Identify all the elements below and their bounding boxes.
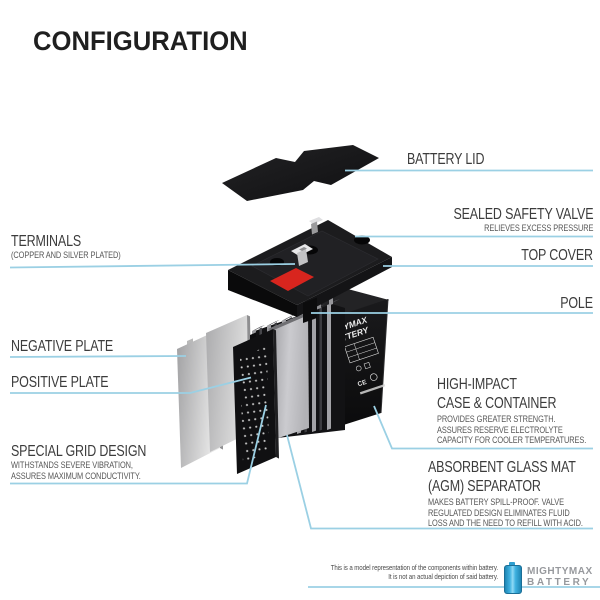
top-cover-shape: [228, 217, 392, 317]
callout-special-grid: SPECIAL GRID DESIGN WITHSTANDS SEVERE VI…: [11, 442, 184, 482]
high-impact-sub1: PROVIDES GREATER STRENGTH.: [437, 414, 556, 425]
footer-disclaimer-line2: It is not an actual depiction of said ba…: [388, 571, 498, 581]
callout-negative-plate: NEGATIVE PLATE: [11, 337, 142, 356]
high-impact-line: [373, 405, 593, 450]
callout-agm: ABSORBENT GLASS MAT (AGM) SEPARATOR MAKE…: [428, 458, 600, 530]
grid-plate-shape: [233, 329, 279, 474]
page-title: CONFIGURATION: [33, 26, 248, 56]
footer-disclaimer: This is a model representation of the co…: [250, 563, 498, 581]
agm-sub2: REGULATED DESIGN ELIMINATES FLUID: [428, 507, 570, 519]
callout-top-cover: TOP COVER: [501, 246, 593, 265]
negative-plate-label: NEGATIVE PLATE: [11, 338, 114, 355]
high-impact-sub2: ASSURES RESERVE ELECTROLYTE: [437, 424, 563, 436]
pole-shape: [303, 297, 317, 323]
callout-high-impact: HIGH-IMPACT CASE & CONTAINER PROVIDES GR…: [437, 375, 600, 447]
battery-lid-label: BATTERY LID: [407, 151, 485, 168]
special-grid-sub1: WITHSTANDS SEVERE VIBRATION,: [11, 460, 133, 471]
top-cover-label: TOP COVER: [521, 247, 593, 264]
special-grid-sub2: ASSURES MAXIMUM CONDUCTIVITY.: [11, 470, 141, 482]
callout-terminals: TERMINALS (COPPER AND SILVER PLATED): [11, 232, 152, 262]
terminals-sub: (COPPER AND SILVER PLATED): [11, 250, 121, 261]
agm-label-2: (AGM) SEPARATOR: [428, 478, 541, 495]
callout-sealed-safety-valve: SEALED SAFETY VALVE RELIEVES EXCESS PRES…: [414, 205, 593, 235]
high-impact-label-2: CASE & CONTAINER: [437, 395, 557, 412]
callout-battery-lid: BATTERY LID: [407, 150, 506, 169]
sealed-safety-valve-sub: RELIEVES EXCESS PRESSURE: [483, 223, 593, 234]
callout-pole: POLE: [551, 294, 593, 313]
footer-disclaimer-line1: This is a model representation of the co…: [330, 563, 498, 572]
terminal-tab-rear: [309, 217, 323, 224]
special-grid-label: SPECIAL GRID DESIGN: [11, 443, 147, 460]
agm-sub1: MAKES BATTERY SPILL-PROOF. VALVE: [428, 497, 565, 508]
stack-front-plate-shape: [268, 312, 312, 441]
battery-lid-shape: [222, 145, 379, 201]
special-grid-line: [10, 404, 267, 485]
footer-logo: MIGHTYMAX BATTERY: [504, 561, 599, 595]
callout-positive-plate: POSITIVE PLATE: [11, 373, 136, 392]
battery-icon: [504, 565, 522, 594]
agm-sub3: LOSS AND THE NEED TO REFILL WITH ACID.: [428, 518, 583, 530]
positive-plate-line: [10, 376, 252, 394]
terminal-shape: [291, 244, 313, 266]
logo-brand-line2: BATTERY: [527, 577, 592, 588]
svg-text:CE: CE: [357, 379, 368, 389]
terminals-line: [9, 263, 296, 269]
agm-label-1: ABSORBENT GLASS MAT: [428, 459, 576, 476]
high-impact-label-1: HIGH-IMPACT: [437, 376, 517, 393]
terminal-tab-rear-stem: [311, 221, 318, 235]
sealed-safety-valve-label: SEALED SAFETY VALVE: [453, 206, 593, 223]
negative-plate-line: [9, 355, 187, 358]
terminals-label: TERMINALS: [11, 233, 82, 250]
logo-brand-line1: MIGHTYMAX: [527, 566, 593, 577]
agm-line: [286, 434, 593, 530]
positive-plate-label: POSITIVE PLATE: [11, 374, 109, 391]
high-impact-sub3: CAPACITY FOR COOLER TEMPERATURES.: [437, 435, 587, 447]
callout-lines: [9, 169, 600, 588]
pole-label: POLE: [560, 295, 593, 312]
battery-icon-cap: [509, 562, 515, 567]
